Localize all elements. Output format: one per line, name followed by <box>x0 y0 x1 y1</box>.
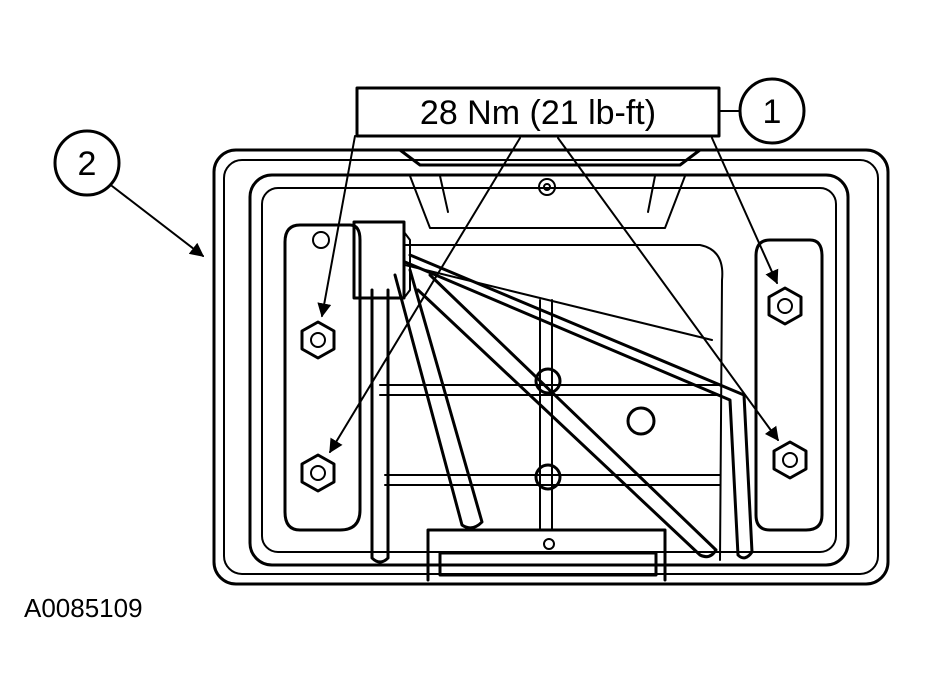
figure-id: A0085109 <box>24 593 143 623</box>
mounting-nut-lower-right <box>772 440 808 480</box>
torque-label: 28 Nm (21 lb-ft) <box>420 94 656 132</box>
arrow-to-nut-upper-left <box>317 135 356 318</box>
left-mounting-rail <box>283 223 362 532</box>
callout-2-label: 2 <box>78 145 97 183</box>
callout-2-arrow <box>111 185 205 257</box>
hold-down-rods <box>370 253 754 564</box>
arrow-to-nut-lower-right <box>557 137 779 442</box>
mounting-nut-upper-left <box>300 320 336 360</box>
callout-1-label: 1 <box>763 93 782 131</box>
tray-floor-ribs <box>379 244 724 561</box>
mounting-nut-lower-left <box>300 453 336 493</box>
clamp-block <box>352 220 411 300</box>
tray-top-lip <box>358 148 742 229</box>
front-tab <box>426 528 667 582</box>
arrow-to-nut-lower-left <box>329 137 521 454</box>
callout-1: 1 <box>718 77 806 145</box>
callout-2: 2 <box>53 129 205 257</box>
torque-leader-arrows <box>317 135 779 454</box>
mounting-nut-upper-right <box>767 286 803 326</box>
arrow-to-nut-upper-right <box>711 137 779 285</box>
right-mounting-rail <box>754 238 824 532</box>
torque-spec-box: 28 Nm (21 lb-ft) <box>355 86 721 138</box>
